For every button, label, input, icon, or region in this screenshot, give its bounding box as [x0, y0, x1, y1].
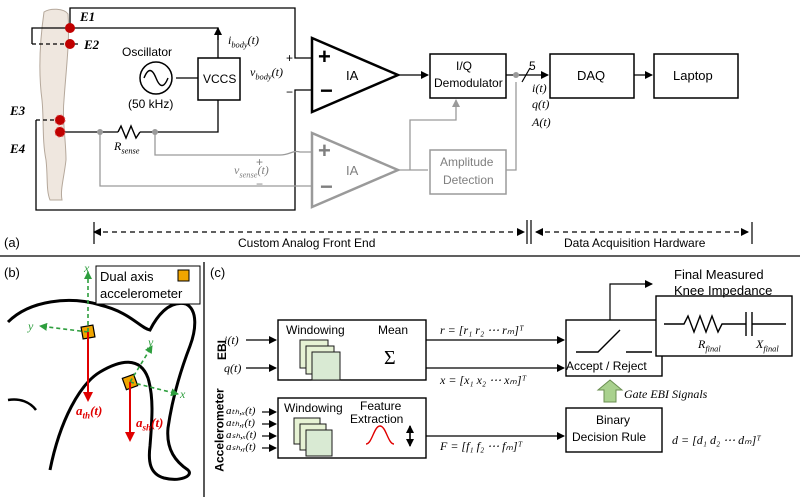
gate-label: Gate EBI Signals — [624, 387, 708, 401]
sigma-symbol: Σ — [384, 347, 396, 369]
daq-box — [549, 53, 635, 99]
final-line1: Final Measured — [674, 267, 764, 282]
ia-top-minus: − — [320, 78, 333, 103]
bdr-line2: Decision Rule — [572, 430, 647, 444]
bus-slash — [521, 67, 531, 83]
daq-hw-label: Data Acquisition Hardware — [564, 236, 706, 250]
r-sense-label: Rsense — [114, 139, 140, 156]
daq-label: DAQ — [577, 68, 606, 83]
shank-axis-x: x — [180, 387, 186, 401]
panel-c-label: (c) — [210, 265, 226, 280]
out-a: A(t) — [532, 115, 551, 129]
vccs-box — [197, 57, 241, 101]
amp-line2: Detection — [443, 173, 494, 187]
x-final-label: Xfinal — [756, 337, 779, 354]
feature-curve — [365, 425, 395, 445]
laptop-label: Laptop — [673, 68, 713, 83]
final-impedance-box — [655, 295, 793, 357]
ia-top-plus: + — [318, 44, 331, 69]
electrode-e1: E1 — [80, 9, 96, 24]
amplitude-detection-box — [429, 149, 507, 195]
rx-circuit — [664, 312, 786, 336]
ia-bottom-amp — [310, 131, 402, 209]
iq-line1: I/Q — [456, 59, 473, 73]
electrode-e2: E2 — [84, 37, 100, 52]
oscillator-symbol — [139, 61, 173, 95]
amp-line1: Amplitude — [440, 155, 494, 169]
panel-a — [31, 7, 753, 244]
out-q: q(t) — [532, 97, 550, 111]
acc-input-2: aₜₕ,ᵧ(t) — [226, 417, 255, 429]
electrode-markers — [54, 23, 519, 138]
accel-side-label: Accelerometer — [212, 388, 227, 472]
out-i: i(t) — [532, 81, 547, 95]
ia-bottom-minus: − — [320, 174, 333, 199]
panel-b-label: (b) — [4, 265, 20, 280]
custom-afe-label: Custom Analog Front End — [238, 236, 376, 250]
legend-line1: Dual axis — [100, 269, 154, 284]
bdr-line1: Binary — [596, 413, 631, 427]
r-final-label: Rfinal — [698, 337, 721, 354]
panel-a-label: (a) — [4, 235, 20, 250]
shank-axis-y: y — [148, 335, 154, 349]
acc-input-4: aₛₕ,ᵧ(t) — [226, 441, 256, 453]
body-outline — [6, 299, 197, 481]
ebi-input-i: i(t) — [224, 333, 239, 347]
r-sense-resistor — [117, 124, 141, 140]
ebi-windowing: Windowing — [286, 323, 345, 337]
v-sense-label: vsense(t) — [234, 163, 269, 180]
binary-decision-box — [565, 407, 663, 453]
acc-input-1: aₜₕ,ₓ(t) — [226, 405, 256, 417]
panel-c — [246, 280, 793, 459]
laptop-box — [653, 53, 739, 99]
thigh-axis-x: x — [84, 261, 90, 275]
bus-width: 5 — [529, 59, 536, 73]
final-line2: Knee Impedance — [674, 283, 773, 298]
v-body-minus: − — [286, 85, 294, 99]
iq-line2: Demodulator — [434, 76, 503, 90]
acc-input-3: aₛₕ,ₓ(t) — [226, 429, 257, 441]
oscillator-label: Oscillator — [122, 45, 173, 59]
v-sense-minus: − — [256, 177, 264, 191]
feature-line2: Extraction — [350, 412, 404, 426]
leg-drawing — [39, 8, 70, 201]
iq-demodulator-box — [429, 53, 507, 99]
ebi-input-q: q(t) — [224, 361, 242, 375]
gate-arrow — [596, 379, 624, 403]
accept-reject-label: Accept / Reject — [566, 359, 647, 373]
f-vector: F = [f₁ f₂ ⋯ fₘ]ᵀ — [440, 439, 523, 453]
oscillator-freq: (50 kHz) — [128, 97, 174, 111]
panel-b — [6, 265, 201, 481]
vccs-label: VCCS — [203, 72, 237, 86]
ia-bottom-label: IA — [346, 163, 359, 178]
acc-windowing: Windowing — [284, 401, 343, 415]
v-sense-plus: + — [256, 155, 264, 169]
electrode-e3: E3 — [10, 103, 26, 118]
ia-top-label: IA — [346, 68, 359, 83]
x-vector: x = [x₁ x₂ ⋯ xₘ]ᵀ — [440, 373, 527, 387]
accept-reject-box — [565, 319, 663, 377]
v-body-plus: + — [286, 51, 294, 65]
acc-window-stack — [293, 417, 333, 457]
thigh-axis-y: y — [28, 319, 34, 333]
ia-top-amp — [310, 36, 402, 114]
v-body-label: vbody(t) — [250, 65, 283, 82]
feature-line1: Feature — [360, 399, 402, 413]
legend-line2: accelerometer — [100, 286, 183, 301]
d-vector: d = [d₁ d₂ ⋯ dₘ]ᵀ — [672, 433, 761, 447]
r-vector: r = [r₁ r₂ ⋯ rₘ]ᵀ — [440, 323, 524, 337]
a-sh-label: ash(t) — [136, 415, 164, 433]
ebi-mean: Mean — [378, 323, 409, 337]
i-body-label: ibody(t) — [228, 33, 259, 50]
ebi-window-stack — [299, 339, 341, 381]
a-th-label: ath(t) — [76, 403, 103, 421]
ia-bottom-plus: + — [318, 138, 331, 163]
electrode-e4: E4 — [10, 141, 26, 156]
